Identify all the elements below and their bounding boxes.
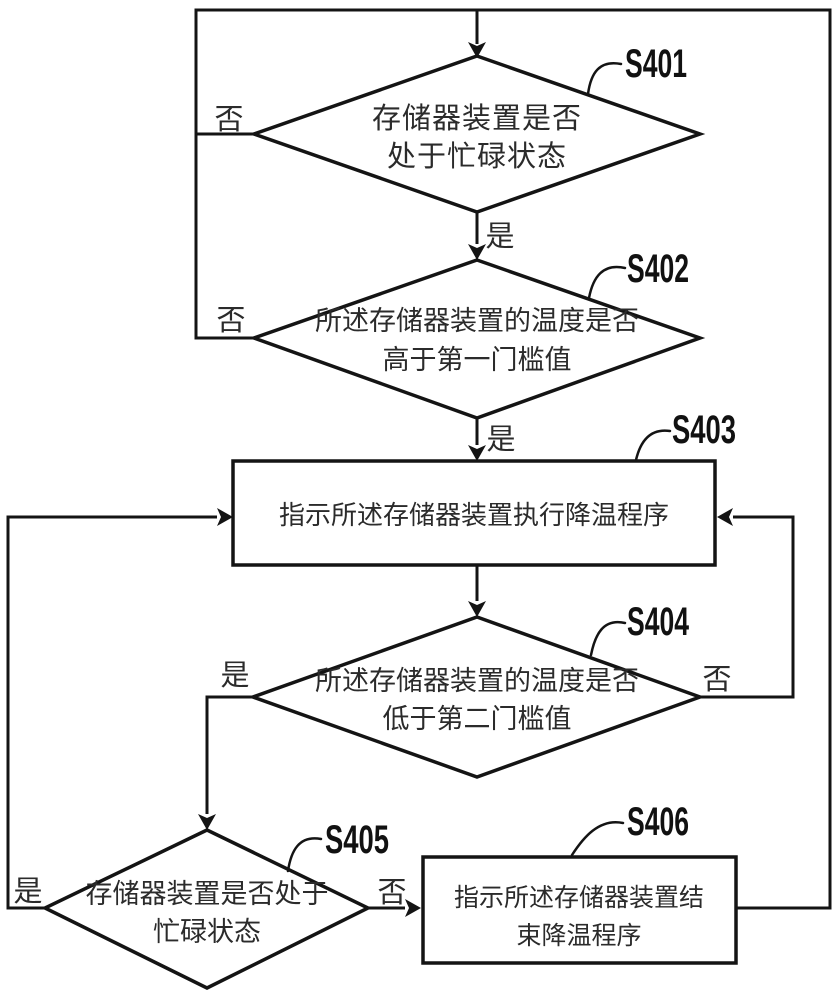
arrowhead-into-s402 xyxy=(468,244,486,260)
outer-loop-line xyxy=(194,8,832,910)
label-s404-yes: 是 xyxy=(220,660,249,692)
s401-text-line1: 存储器装置是否 xyxy=(372,102,582,135)
label-s402-yes: 是 xyxy=(486,424,515,456)
s404-text-line1: 所述存储器装置的温度是否 xyxy=(315,666,639,696)
label-s404-no: 否 xyxy=(702,664,731,696)
s404-leader-line xyxy=(589,620,627,657)
s403-process-box xyxy=(231,459,717,567)
node-s405: 存储器装置是否处于 忙碌状态 S405 xyxy=(41,818,389,990)
s405-text-line2: 忙碌状态 xyxy=(153,917,261,947)
s401-text-line2: 处于忙碌状态 xyxy=(387,140,567,173)
s404-diamond xyxy=(247,615,706,779)
s403-leader-line xyxy=(634,429,672,462)
arrowhead-into-s401 xyxy=(468,42,486,58)
s402-diamond xyxy=(248,258,706,420)
arrowhead-into-s403-right xyxy=(717,508,733,526)
s406-text-line2: 束降温程序 xyxy=(516,922,641,950)
s405-leader-line xyxy=(286,837,323,873)
arrowhead-into-s403-top xyxy=(468,445,486,461)
label-s405-yes: 是 xyxy=(13,876,42,908)
s401-leader-line xyxy=(586,61,623,96)
node-s406: 指示所述存储器装置结 束降温程序 S406 xyxy=(421,800,738,965)
node-s403: 指示所述存储器装置执行降温程序 S403 xyxy=(231,408,736,567)
s406-text-line1: 指示所述存储器装置结 xyxy=(454,884,704,912)
s406-step-label: S406 xyxy=(627,800,689,844)
node-s402: 所述存储器装置的温度是否 高于第一门槛值 S402 xyxy=(248,247,706,420)
s402-leader-line xyxy=(587,265,627,300)
label-s402-no: 否 xyxy=(216,305,245,337)
node-s401: 存储器装置是否 处于忙碌状态 S401 xyxy=(248,42,706,214)
arrowhead-into-s403-left xyxy=(217,508,233,526)
s404-text-line2: 低于第二门槛值 xyxy=(383,704,572,734)
arrowhead-into-s404 xyxy=(468,601,486,617)
s402-text-line1: 所述存储器装置的温度是否 xyxy=(315,306,639,336)
node-s404: 所述存储器装置的温度是否 低于第二门槛值 S404 xyxy=(247,600,706,779)
s404-step-label: S404 xyxy=(627,600,689,644)
s402-step-label: S402 xyxy=(627,247,689,291)
edge-s404-no-line xyxy=(700,515,795,699)
s405-text-line1: 存储器装置是否处于 xyxy=(86,879,329,909)
s403-text-line1: 指示所述存储器装置执行降温程序 xyxy=(279,501,669,530)
s405-diamond xyxy=(41,828,372,990)
s405-step-label: S405 xyxy=(325,818,389,862)
arrowhead-into-s406 xyxy=(405,899,421,917)
s401-step-label: S401 xyxy=(625,42,687,86)
arrowhead-into-s405 xyxy=(198,814,216,830)
s406-process-box xyxy=(421,855,738,965)
label-s401-no: 否 xyxy=(214,104,243,136)
edge-s405-yes-line xyxy=(6,515,217,910)
label-s401-yes: 是 xyxy=(485,221,514,253)
edge-s404-yes-line xyxy=(205,695,253,814)
label-s405-no: 否 xyxy=(377,877,406,909)
s403-step-label: S403 xyxy=(672,408,736,452)
s402-text-line2: 高于第一门槛值 xyxy=(383,345,572,375)
s406-leader-line xyxy=(570,820,625,857)
